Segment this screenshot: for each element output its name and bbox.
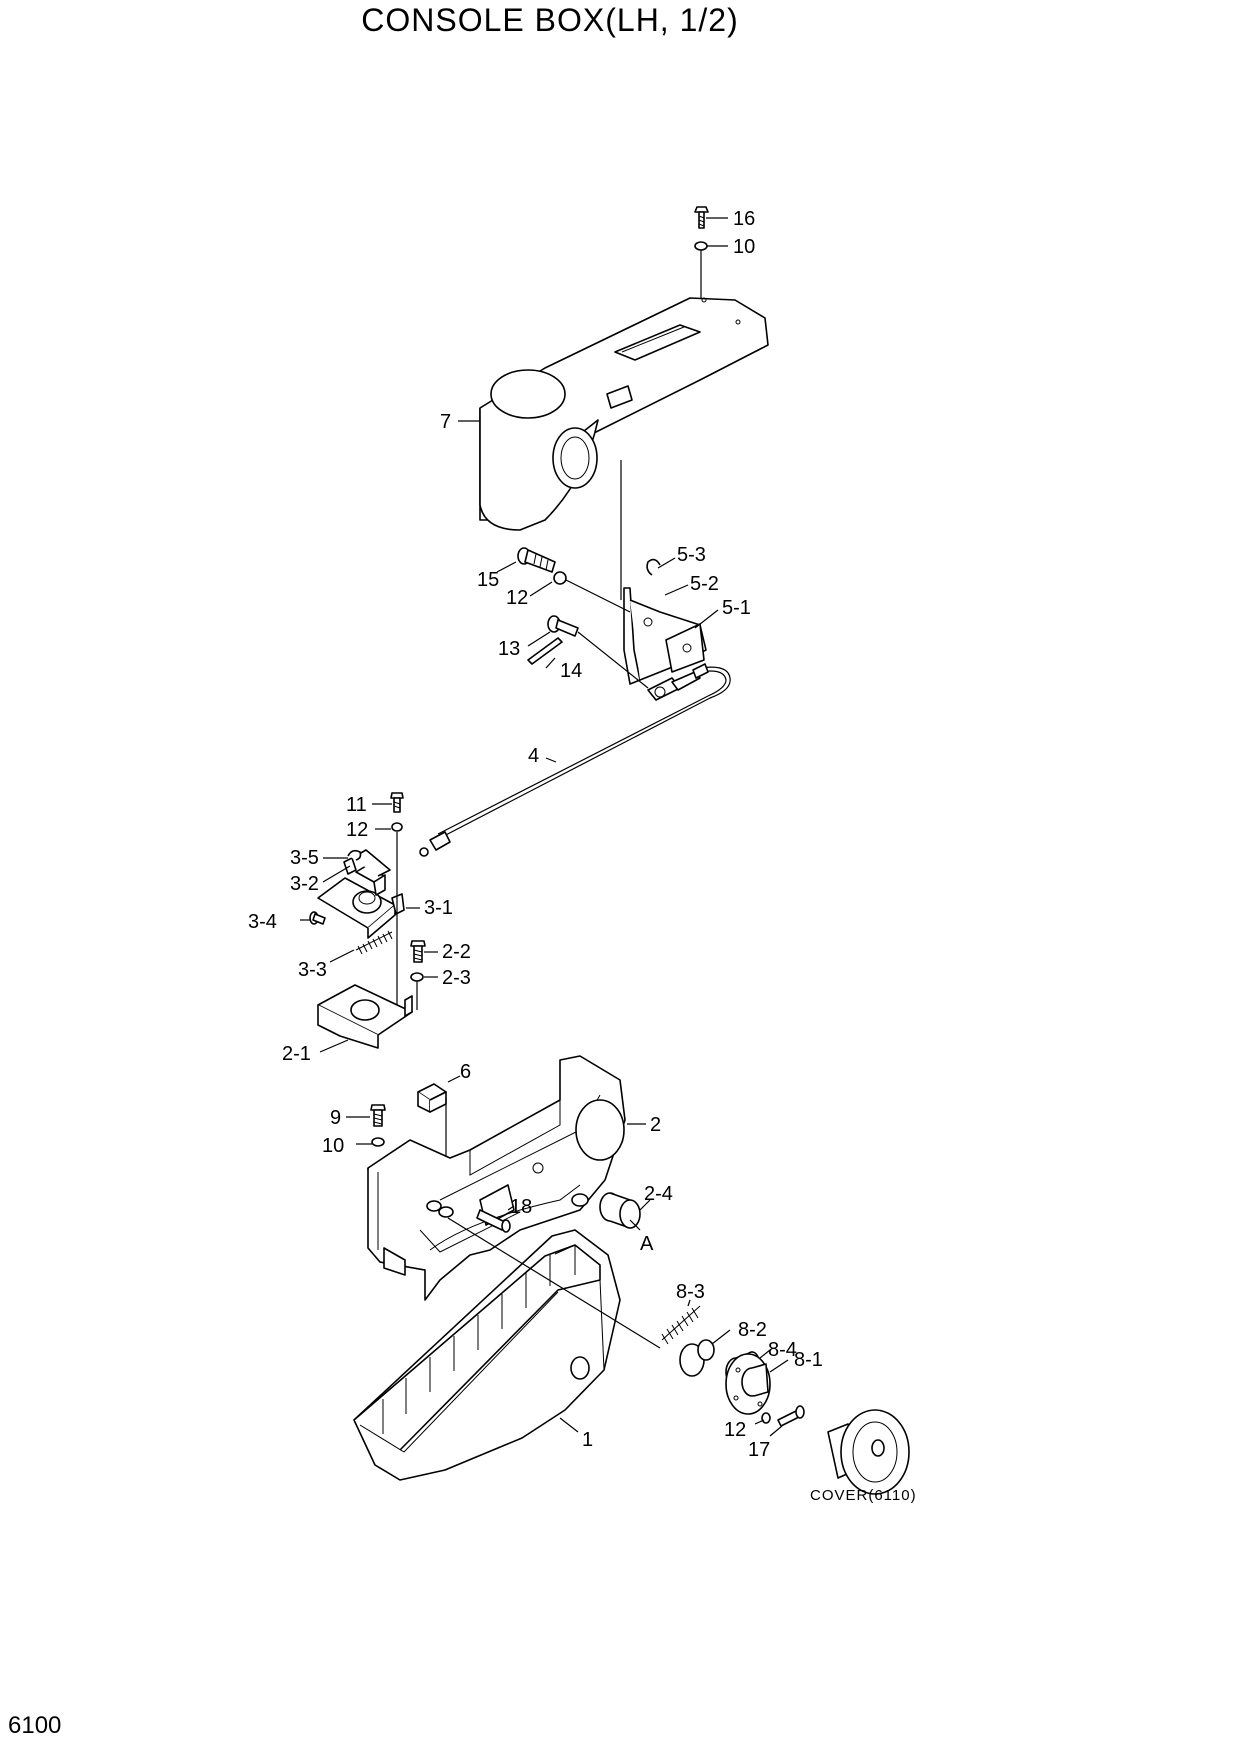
callout-1: 1 [582,1429,593,1451]
callout-6: 6 [460,1061,471,1083]
callout-2-3: 2-3 [442,967,471,989]
lever-bracket-5 [623,558,707,701]
callout-8-1: 8-1 [794,1349,823,1371]
callout-17: 17 [748,1439,770,1461]
spring-8-3 [661,1305,701,1345]
bolt-2-2 [410,940,426,963]
callout-3-2: 3-2 [290,873,319,895]
cable-4 [419,663,731,857]
flange-8-1 [725,1353,771,1415]
callout-3-3: 3-3 [298,959,327,981]
callout-5-3: 5-3 [677,544,706,566]
callout-2: 2 [650,1114,661,1136]
page-title: CONSOLE BOX(LH, 1/2) [361,2,739,38]
console-top-cover [479,297,769,531]
plate-8-2 [679,1339,715,1377]
page-number: 6100 [8,1712,62,1739]
callout-15: 15 [477,569,499,591]
console-housing-2 [367,1055,626,1301]
washer-12 [761,1412,771,1424]
clip-3-5 [347,849,362,861]
callout-2-2: 2-2 [442,941,471,963]
console-lower-cover-1 [353,1229,621,1481]
callout-2-4: 2-4 [644,1183,673,1205]
split-pin-14 [527,637,563,665]
callout-8-4: 8-4 [768,1339,797,1361]
bolt-11 [390,792,404,813]
leader-line [577,631,649,689]
callout-8-2: 8-2 [738,1319,767,1341]
callout-18: 18 [510,1196,532,1218]
pin-15 [517,547,556,573]
leader-line [447,1217,661,1349]
washer-12 [553,571,567,585]
callout-4: 4 [528,745,539,767]
callout-3-5: 3-5 [290,847,319,869]
spring-3-3 [355,930,393,955]
washer-2-3 [410,972,424,982]
callout-5-1: 5-1 [722,597,751,619]
callout-leaders [300,217,789,1437]
callout-16: 16 [733,208,755,230]
callout-7: 7 [440,411,451,433]
washer-10 [694,241,708,251]
callout-14: 14 [560,660,582,682]
bolt-9 [370,1104,386,1127]
callout-12: 12 [506,587,528,609]
callout-3-1: 3-1 [424,897,453,919]
callout-2-1: 2-1 [282,1043,311,1065]
callout-10: 10 [733,236,755,258]
washer-10 [371,1137,385,1147]
callout-13: 13 [498,638,520,660]
leader-line [565,579,631,613]
callout-11: 11 [346,794,367,816]
bolt-18 [476,1209,511,1233]
callout-12: 12 [346,819,368,841]
callout-8-3: 8-3 [676,1281,705,1303]
washer-12 [391,822,403,832]
lever-assembly-3 [317,849,405,939]
bolt-17 [777,1405,805,1427]
bracket-2-1 [317,984,413,1049]
callout-3-4: 3-4 [248,911,277,933]
bolt-3-4 [309,911,326,925]
callout-10: 10 [322,1135,344,1157]
callout-a: A [640,1233,654,1255]
cover-reference: COVER(6110) [810,1487,917,1504]
bushing-2-4 [599,1192,641,1229]
screw-16 [694,206,709,229]
switch-6 [417,1083,447,1113]
callout-5-2: 5-2 [690,573,719,595]
pin-13 [547,615,579,637]
callout-9: 9 [330,1107,341,1129]
callout-12: 12 [724,1419,746,1441]
knob-cover [827,1409,910,1495]
